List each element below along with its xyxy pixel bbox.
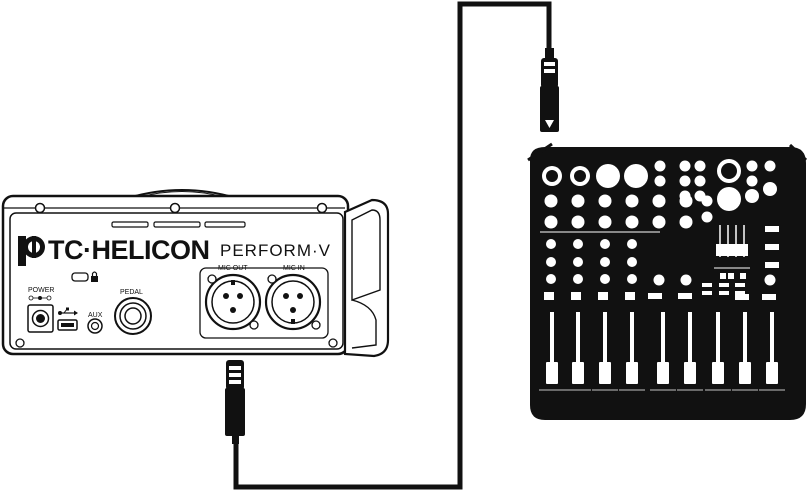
knob [546,257,556,267]
power-jack [28,305,53,332]
button [762,294,776,300]
knob [747,176,758,187]
brand-logo: TC·HELICON [23,235,209,265]
fader-cap [739,362,751,384]
knob [695,176,706,187]
knob [695,161,706,172]
button [720,273,726,279]
knob [573,257,583,267]
model-name: PERFORM·V [220,241,331,260]
button [719,291,729,295]
knob [702,196,713,207]
fader-cap [684,362,696,384]
knob [627,257,637,267]
mic-out-label: MIC OUT [218,265,248,272]
perform-v-device: TC·HELICON PERFORM·V POWER [3,190,388,356]
knob [655,161,666,172]
knob [600,274,610,284]
button [702,283,712,287]
knob [627,239,637,249]
fader-cap [599,362,611,384]
button [625,292,635,300]
button [571,292,581,300]
meter-segment [716,244,724,256]
power-label: POWER [28,287,54,294]
button [719,283,729,287]
knob [702,212,713,223]
knob [573,274,583,284]
knob [545,216,558,229]
knob [763,182,777,196]
mic-in-jack [266,275,320,329]
knob [653,195,666,208]
knob [680,176,691,187]
mixer [528,144,806,420]
button [765,244,779,250]
knob-ring [574,170,586,182]
knob [596,164,620,188]
button [735,283,745,287]
knob [572,195,585,208]
knob [655,176,666,187]
knob [545,195,558,208]
knob [546,239,556,249]
button [598,292,608,300]
xlr-connector-device [225,360,245,444]
knob [680,161,691,172]
button [702,291,712,295]
xlr-connector-mixer [540,48,559,132]
knob [717,187,741,211]
button [765,226,779,232]
fader-cap [657,362,669,384]
pedal-jack [115,298,151,334]
knob [600,239,610,249]
knob [681,275,692,286]
knob [599,216,612,229]
knob [572,216,585,229]
button [544,292,554,300]
aux-jack [88,319,102,333]
button [728,273,734,279]
knob [680,195,693,208]
knob [654,275,665,286]
meter-segment [724,244,732,256]
knob-ring [546,170,558,182]
meter-segment [732,244,740,256]
knob [680,216,693,229]
pedal-label: PEDAL [120,289,143,296]
aux-label: AUX [88,312,103,319]
fader-cap [546,362,558,384]
knob [624,164,648,188]
knob [747,161,758,172]
knob [765,161,776,172]
knob [627,274,637,284]
button [765,262,779,268]
knob [600,257,610,267]
meter-segment [740,244,748,256]
fader-cap [766,362,778,384]
button [648,293,662,299]
brand-logo-text: TC·HELICON [48,235,209,265]
fader-cap [712,362,724,384]
mic-in-label: MIC IN [283,265,305,272]
knob-ring [721,163,737,179]
knob [546,274,556,284]
button [678,293,692,299]
knob [626,216,639,229]
knob [626,195,639,208]
knob [765,275,776,286]
knob [745,189,759,203]
button [735,294,749,300]
knob [599,195,612,208]
button [740,273,746,279]
mic-out-jack [206,275,260,329]
knob [653,216,666,229]
fader-cap [572,362,584,384]
fader-cap [626,362,638,384]
knob [573,239,583,249]
